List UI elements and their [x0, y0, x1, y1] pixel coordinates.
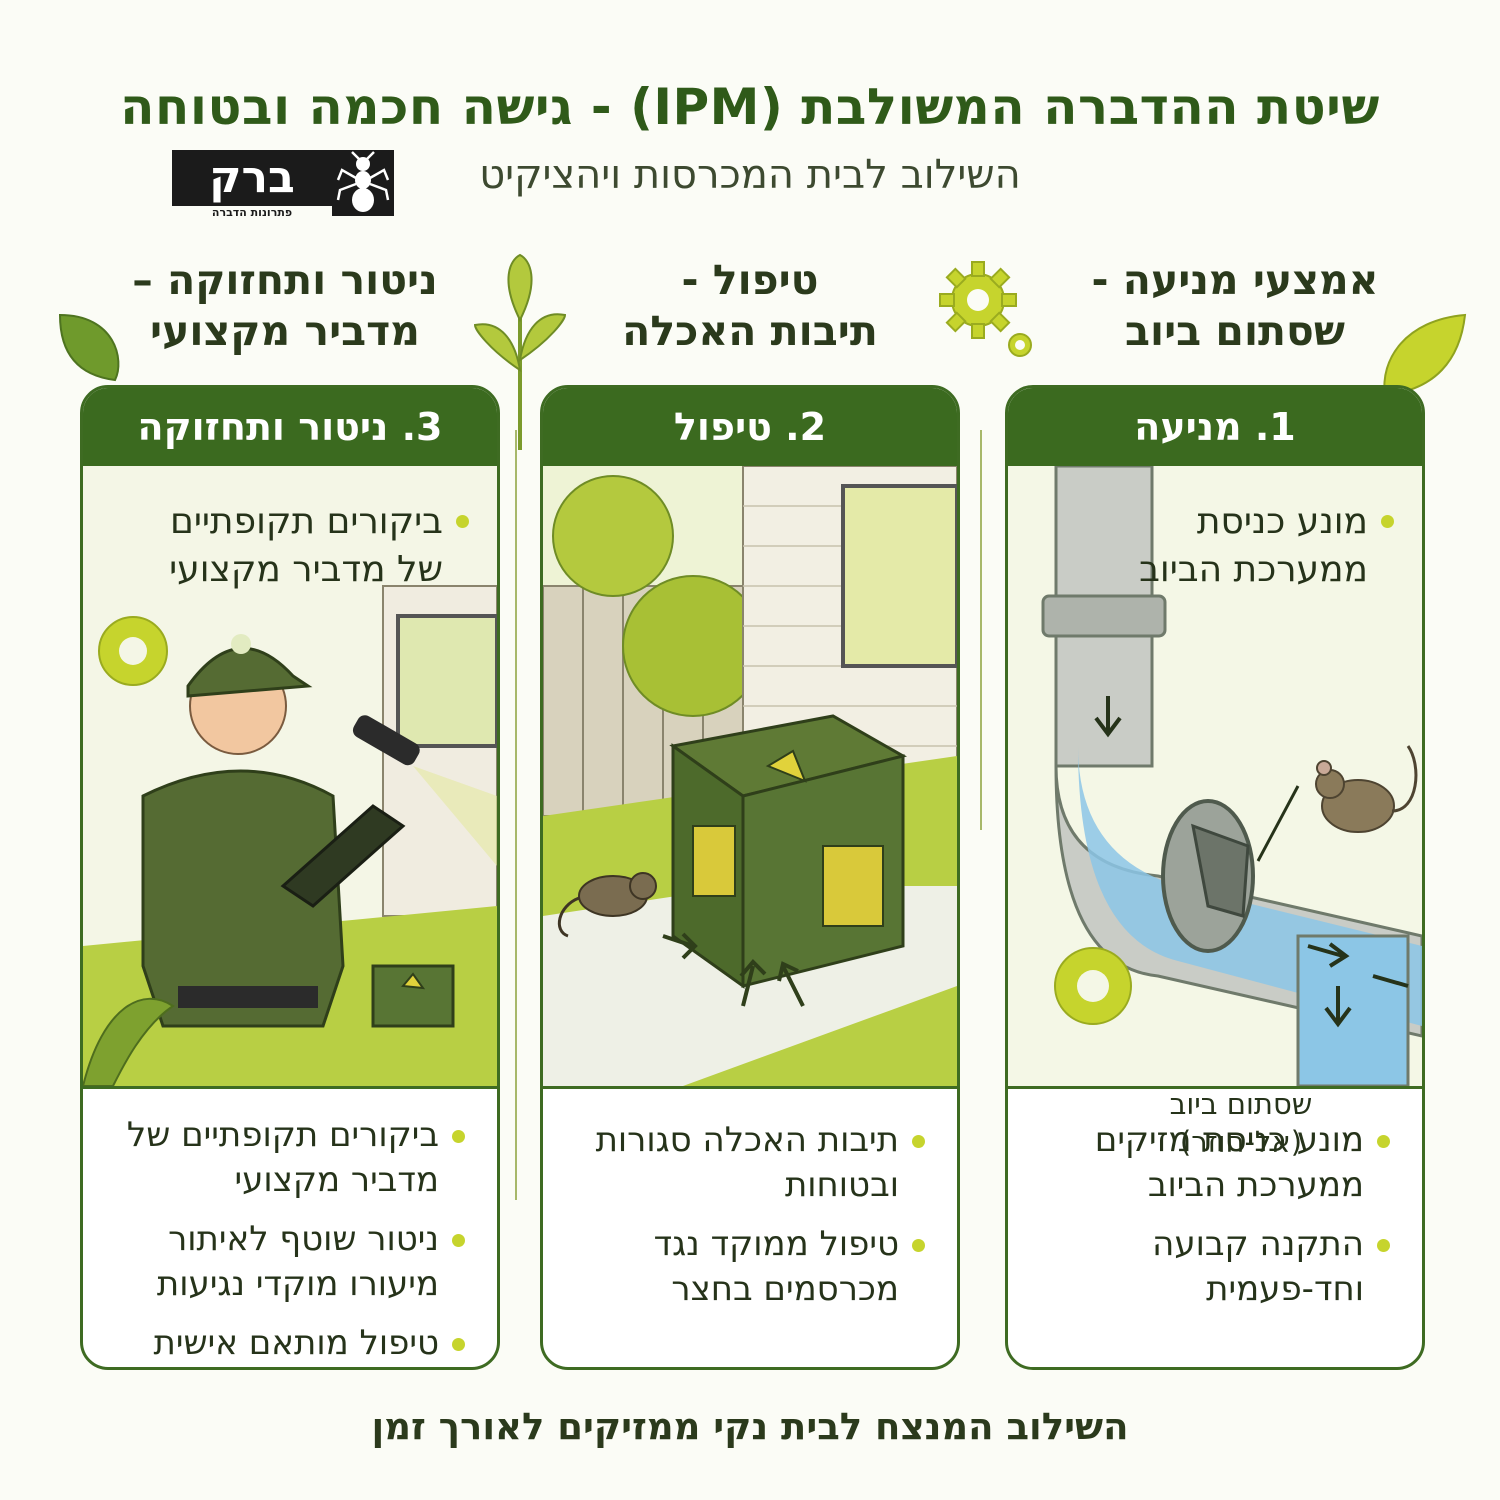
- valve-label: שסתום ביוב (אל-חוזר): [1169, 1087, 1313, 1159]
- technician-illustration: [83, 466, 497, 1086]
- heading-monitoring: ניטור ותחזוקה – מדביר מקצועי: [90, 255, 480, 358]
- list-item: תיבות האכלה סגורות ובטוחות: [569, 1118, 929, 1208]
- list-item: ביקורים תקופתיים של מדביר מקצועי: [89, 1113, 469, 1203]
- heading-prevention-line1: אמצעי מניעה -: [1091, 256, 1379, 304]
- card-monitoring-title: 3. ניטור ותחזוקה: [83, 388, 497, 466]
- connector-line: [980, 430, 982, 830]
- card-monitoring: 3. ניטור ותחזוקה: [80, 385, 500, 1370]
- list-item: מונע כניסת מזיקים ממערכת הביוב: [1034, 1118, 1394, 1208]
- sprout-icon: [473, 253, 567, 450]
- treatment-bullets: תיבות האכלה סגורות ובטוחות טיפול ממוקד נ…: [569, 1118, 929, 1326]
- heading-prevention-line2: שסתום ביוב: [1124, 307, 1345, 356]
- page-subtitle: השילוב לבית המכרסות ויהציקיט: [479, 152, 1021, 198]
- list-item: טיפול מותאם אישית אישית לפי הצורך: [89, 1321, 469, 1368]
- divider: [543, 1086, 957, 1089]
- divider: [83, 1086, 497, 1089]
- card-prevention: 1. מניעה: [1005, 385, 1425, 1370]
- illustration-bullets: ביקורים תקופתיים של מדביר מקצועי: [133, 498, 473, 607]
- heading-monitoring-line1: ניטור ותחזוקה –: [132, 256, 438, 304]
- illustration-exterminator: ביקורים תקופתיים של מדביר מקצועי: [83, 466, 497, 1086]
- illustration-bait-station: [543, 466, 957, 1086]
- card-treatment: 2. טיפול: [540, 385, 960, 1370]
- prevention-bullets: מונע כניסת מזיקים ממערכת הביוב התקנה קבו…: [1034, 1118, 1394, 1326]
- brand-logo: ברק פתרונות הדברה: [172, 150, 394, 224]
- card-treatment-title: 2. טיפול: [543, 388, 957, 466]
- heading-treatment-line1: טיפול -: [681, 256, 819, 304]
- heading-monitoring-line2: מדביר מקצועי: [150, 307, 420, 356]
- footer-slogan: השילוב המנצח לבית נקי ממזיקים לאורך זמן: [371, 1405, 1129, 1448]
- leaf-icon: [58, 313, 120, 382]
- list-item: מונע כניסת ממערכת הביוב: [1138, 498, 1398, 593]
- heading-treatment-line2: תיבות האכלה: [622, 307, 878, 356]
- heading-prevention: אמצעי מניעה - שסתום ביוב: [1040, 255, 1430, 358]
- heading-treatment: טיפול - תיבות האכלה: [560, 255, 940, 358]
- page-title: שיטת ההדברה המשולבת (IPM) - גישה חכמה וב…: [120, 78, 1380, 136]
- illustration-bullets: מונע כניסת ממערכת הביוב: [1138, 498, 1398, 607]
- pipe-illustration: [1008, 466, 1422, 1086]
- card-prevention-title: 1. מניעה: [1008, 388, 1422, 466]
- connector-line: [515, 430, 517, 1200]
- list-item: התקנה קבועה וחד-פעמית: [1034, 1222, 1394, 1312]
- logo-wordmark: ברק: [172, 150, 332, 206]
- list-item: ביקורים תקופתיים של מדביר מקצועי: [133, 498, 473, 593]
- yard-illustration: [543, 466, 957, 1086]
- illustration-sewer-valve: מונע כניסת ממערכת הביוב שסתום ביוב (אל-ח…: [1008, 466, 1422, 1159]
- list-item: טיפול ממוקד נגד מכרסמים בחצר: [569, 1222, 929, 1312]
- logo-tagline: פתרונות הדברה: [211, 206, 293, 219]
- monitoring-bullets: ביקורים תקופתיים של מדביר מקצועי ניטור ש…: [89, 1113, 469, 1368]
- ant-icon: [332, 150, 394, 216]
- list-item: ניטור שוטף לאיתור מיעורו מוקדי נגיעות: [89, 1217, 469, 1307]
- divider: [1008, 1086, 1422, 1089]
- gear-icon: [939, 261, 1032, 357]
